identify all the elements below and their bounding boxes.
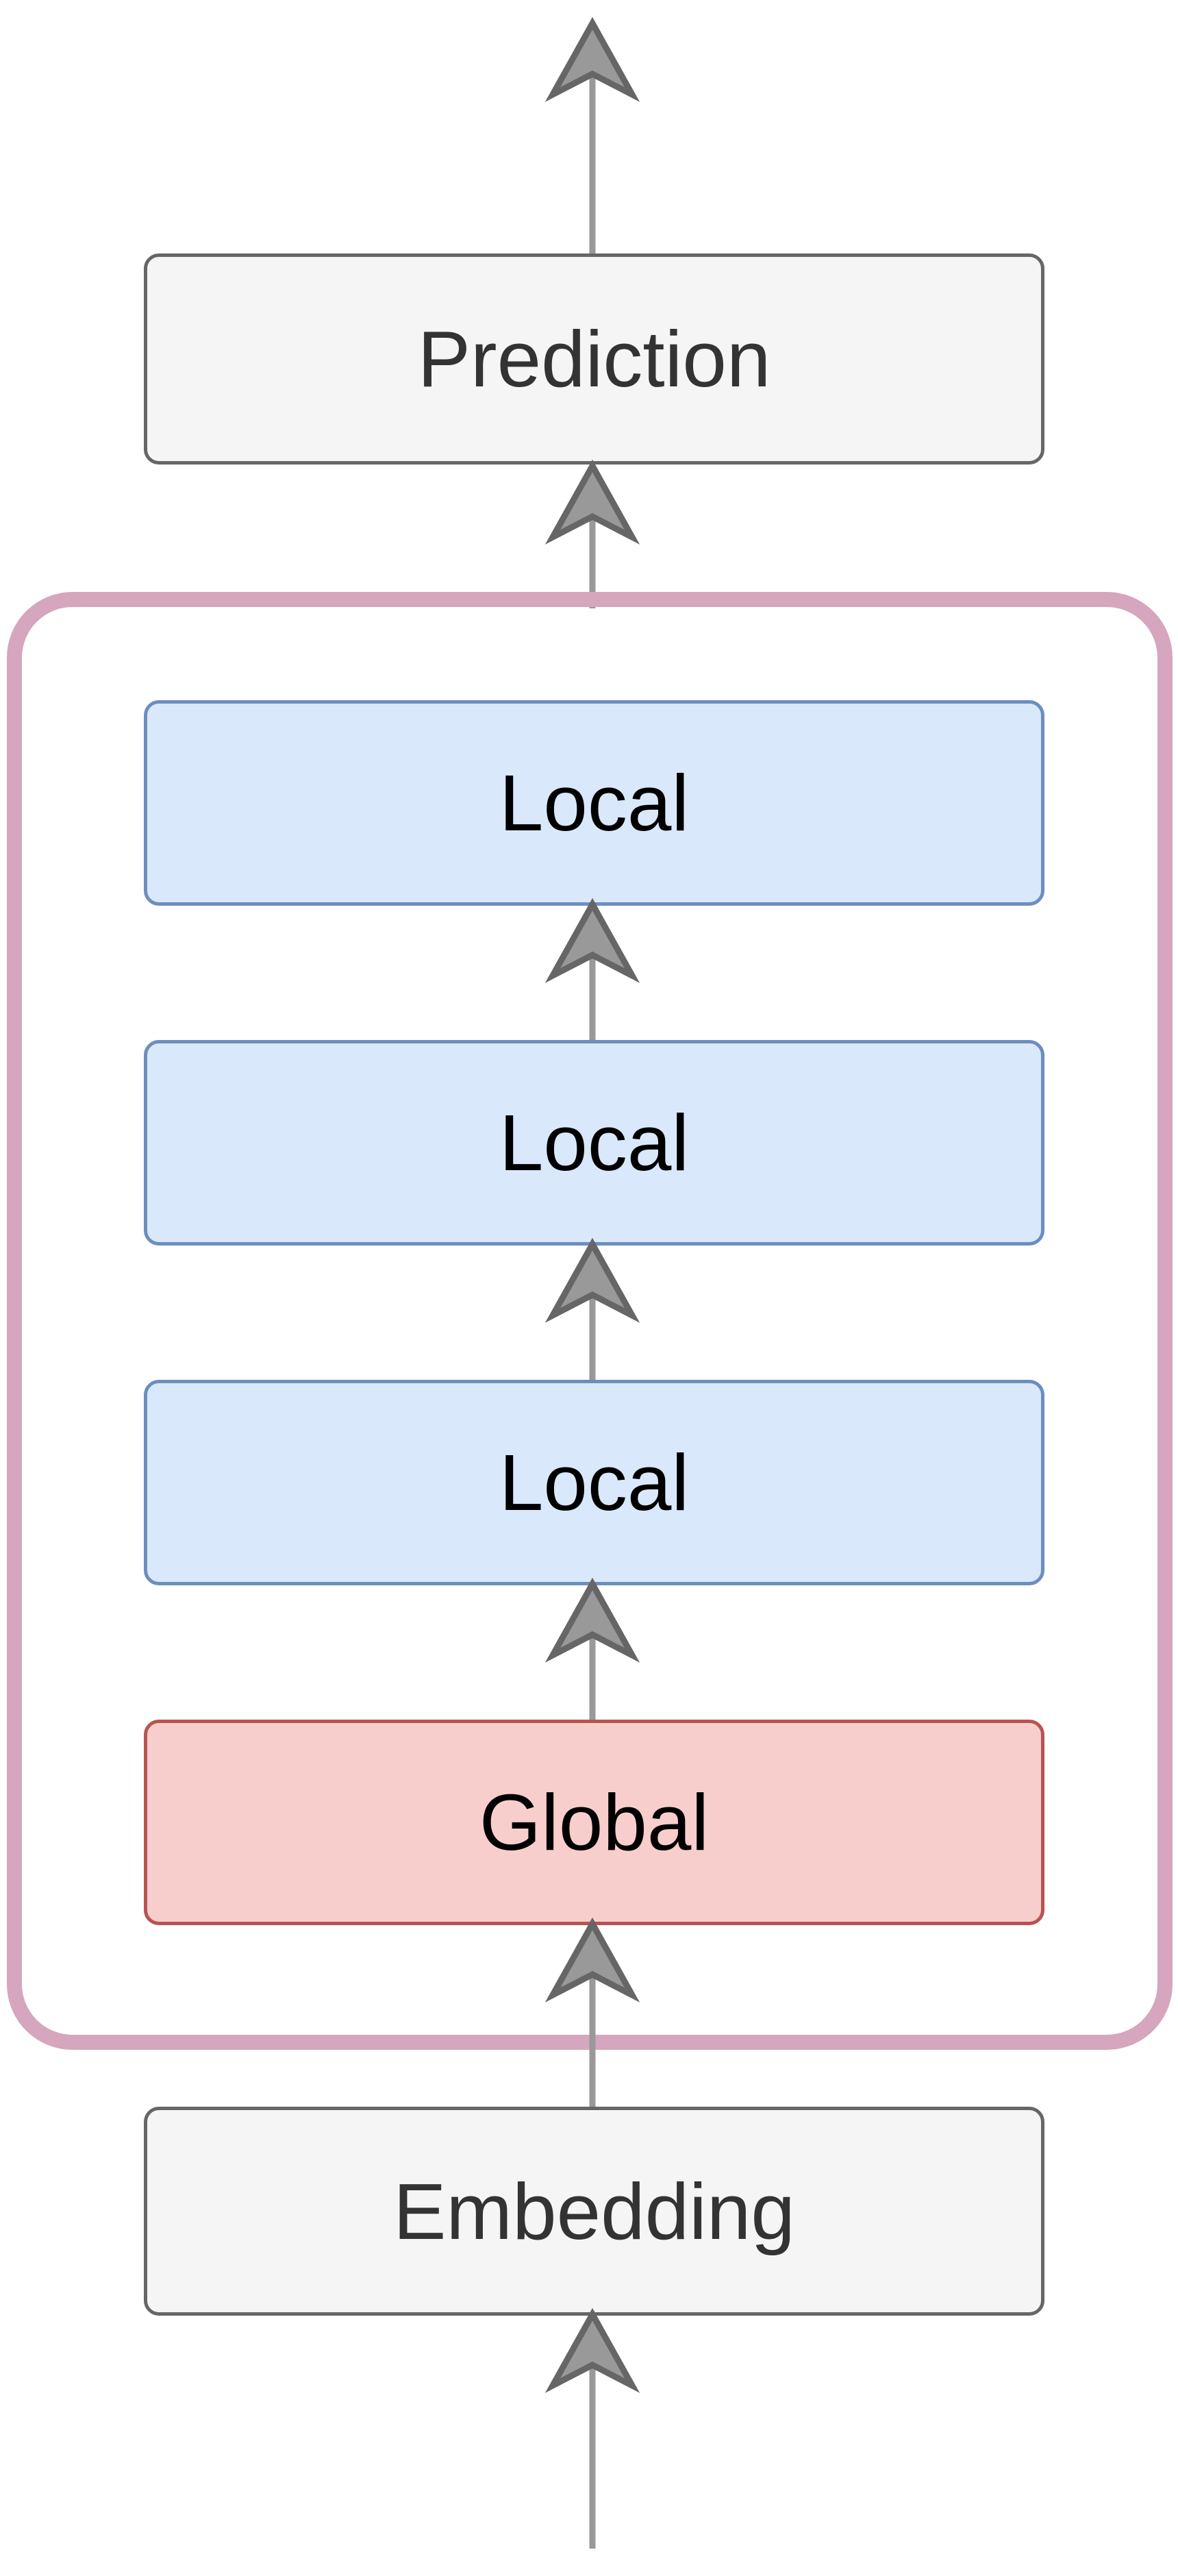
edge-local3-to-prediction <box>544 459 640 608</box>
node-local-1[interactable]: Local <box>144 1380 1044 1585</box>
edge-input-to-embedding <box>544 2307 640 2549</box>
node-local-2-label: Local <box>499 1098 690 1187</box>
node-local-3-label: Local <box>499 758 690 847</box>
node-global[interactable]: Global <box>144 1720 1044 1925</box>
node-prediction[interactable]: Prediction <box>144 253 1044 465</box>
node-local-2[interactable]: Local <box>144 1040 1044 1246</box>
edge-prediction-to-output <box>544 16 640 260</box>
node-local-3[interactable]: Local <box>144 700 1044 906</box>
node-embedding[interactable]: Embedding <box>144 2107 1044 2316</box>
node-embedding-label: Embedding <box>393 2166 795 2256</box>
node-local-1-label: Local <box>499 1438 690 1527</box>
node-global-label: Global <box>479 1778 710 1867</box>
node-prediction-label: Prediction <box>417 314 771 404</box>
